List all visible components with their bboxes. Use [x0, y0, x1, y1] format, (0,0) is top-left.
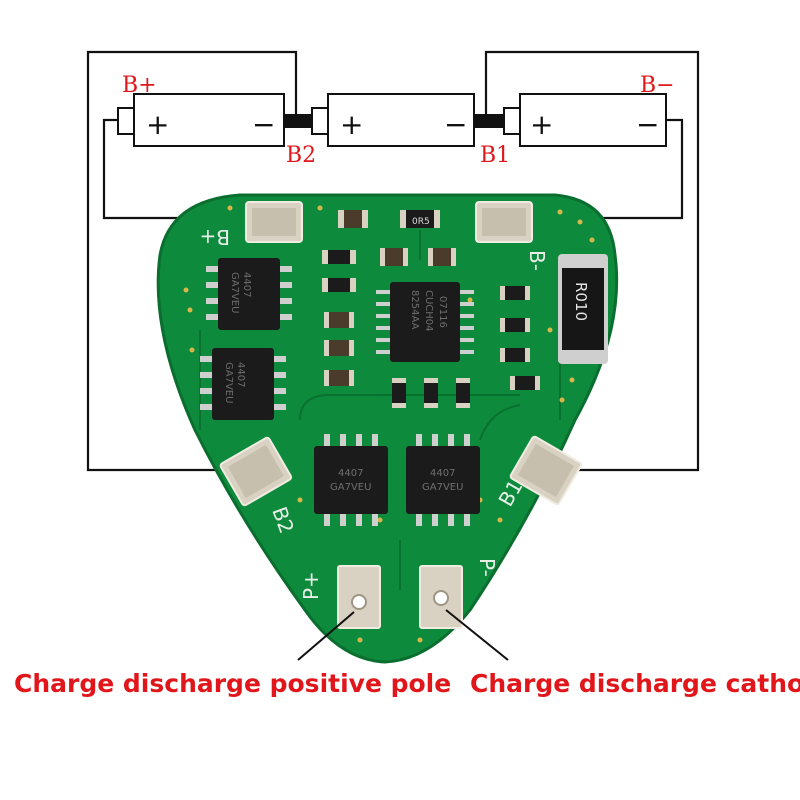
wiring-labels: B+ B− B2 B1: [122, 73, 675, 168]
pointer-cathode: [445, 609, 509, 661]
battery-cell-2: + −: [311, 93, 475, 147]
label-b2: B2: [286, 143, 316, 168]
label-b-plus: B+: [122, 73, 157, 98]
mosfet-bottom-left: 4407 GA7VEU: [314, 434, 388, 526]
caption-cathode: Charge discharge cathode: [470, 669, 800, 698]
silk-p-minus: P-: [475, 558, 499, 577]
smd-components: 0R5: [322, 210, 540, 408]
cell-3-plus: +: [530, 108, 553, 141]
mosfet-marking-4: 4407: [430, 468, 455, 479]
pad-b-plus: [245, 201, 303, 243]
mosfet-bottom-right: 4407 GA7VEU: [406, 434, 480, 526]
pad-b2: [219, 436, 293, 507]
mosfet-marking-4b: GA7VEU: [422, 482, 463, 493]
mosfet-marking-1: 4407: [241, 272, 252, 297]
pcb-board: B+ B- B2 B1 P+ P- 4407 GA7VEU: [156, 193, 619, 664]
cell-2-plus: +: [340, 108, 363, 141]
ic-marking-1: 8254AA: [409, 290, 420, 330]
cell-1-plus: +: [146, 108, 169, 141]
pad-b1: [509, 435, 583, 506]
silk-b-plus: B+: [200, 225, 230, 249]
label-b-minus: B−: [640, 73, 675, 98]
pad-p-minus: [419, 565, 463, 629]
label-b1: B1: [480, 143, 510, 168]
mosfet-marking-1b: GA7VEU: [229, 272, 240, 313]
pointer-lines: [297, 609, 509, 661]
mosfet-marking-3: 4407: [338, 468, 363, 479]
battery-string: + − + − + −: [117, 93, 667, 147]
caption-positive-pole: Charge discharge positive pole: [14, 669, 451, 698]
mosfet-marking-2b: GA7VEU: [223, 362, 234, 403]
sense-resistor: R010: [558, 254, 608, 364]
silk-p-plus: P+: [299, 571, 323, 600]
resistor-marking: R010: [572, 282, 590, 321]
cell-1-minus: −: [252, 108, 275, 141]
ic-marking-3: 07116: [437, 296, 448, 328]
battery-cell-1: + −: [117, 93, 285, 147]
smd-marking: 0R5: [412, 217, 430, 227]
mosfet-left-top: 4407 GA7VEU: [206, 258, 292, 330]
wire-b2: [86, 50, 298, 472]
silk-b-minus: B-: [525, 250, 549, 271]
ic-marking-2: CUCH04: [423, 290, 434, 332]
mosfet-marking-3b: GA7VEU: [330, 482, 371, 493]
mosfet-marking-2: 4407: [235, 362, 246, 387]
wire-b1: [484, 50, 700, 472]
battery-cell-3: + −: [503, 93, 667, 147]
cell-2-minus: −: [444, 108, 467, 141]
cell-3-minus: −: [636, 108, 659, 141]
pad-b-minus: [475, 201, 533, 243]
controller-ic: 8254AA CUCH04 07116: [376, 282, 474, 362]
pad-p-plus: [337, 565, 381, 629]
pointer-positive: [297, 611, 355, 661]
mosfet-left-bottom: 4407 GA7VEU: [200, 348, 286, 420]
